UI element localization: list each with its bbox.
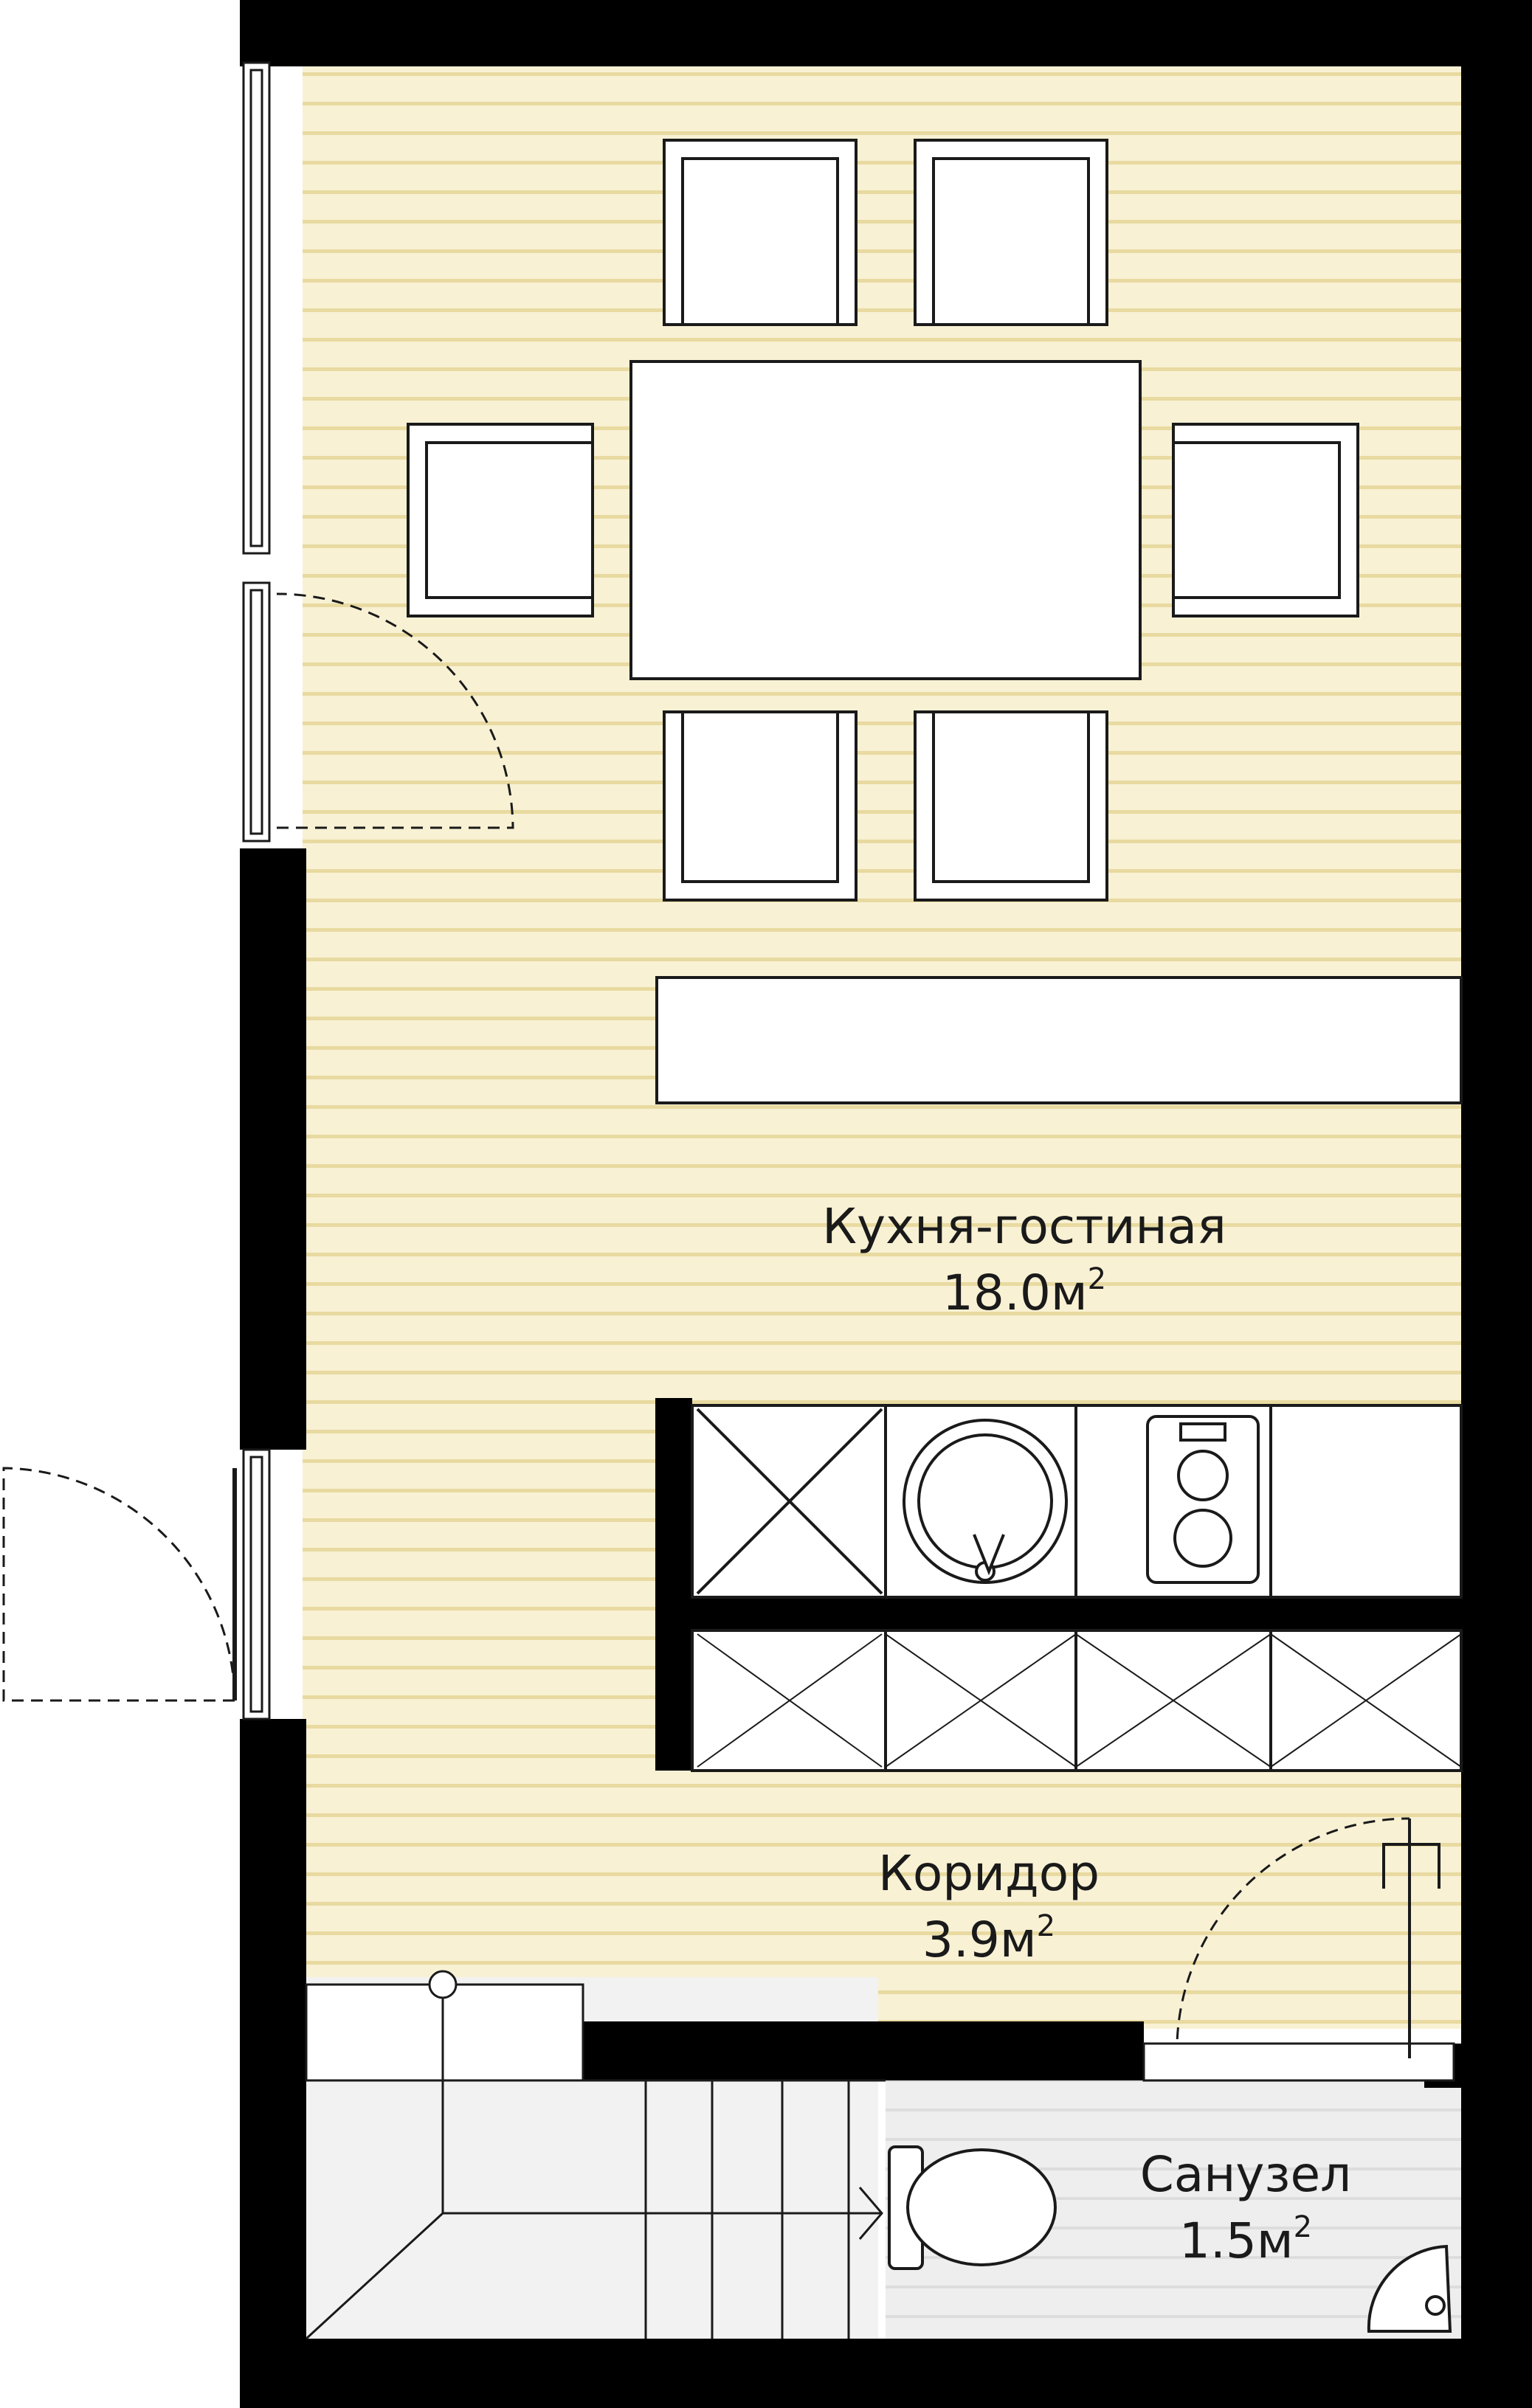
toilet-icon <box>888 2145 1057 2270</box>
walls <box>240 0 1532 2408</box>
room-label-bathroom: Санузел 1.5м2 <box>1140 2146 1352 2269</box>
bathroom-door-frame <box>1142 2042 1455 2082</box>
room-label-corridor: Коридор 3.9м2 <box>878 1845 1100 1968</box>
shower-icon <box>1382 1819 1440 2058</box>
room-name: Санузел <box>1140 2146 1352 2203</box>
cabinet-icon <box>691 1404 1463 1599</box>
door-swing-icon <box>2 592 1410 2059</box>
kitchen-sink-icon <box>903 1419 1068 1584</box>
room-area: 18.0м2 <box>942 1262 1106 1321</box>
staircase-icon <box>305 1970 886 2340</box>
room-area: 1.5м2 <box>1179 2210 1312 2269</box>
room-name: Кухня-гостиная <box>822 1198 1226 1255</box>
stove-icon <box>1146 1415 1260 1584</box>
armchair-icon <box>407 139 1359 902</box>
cabinet-icon <box>691 1629 1463 1772</box>
room-area: 3.9м2 <box>922 1909 1055 1968</box>
washbasin-icon <box>1367 2244 1452 2333</box>
dining-table-icon <box>629 360 1142 680</box>
counter-icon <box>655 976 1463 1104</box>
room-name: Коридор <box>878 1845 1100 1902</box>
window-icon <box>242 61 271 1720</box>
room-label-kitchen: Кухня-гостиная 18.0м2 <box>822 1198 1226 1321</box>
